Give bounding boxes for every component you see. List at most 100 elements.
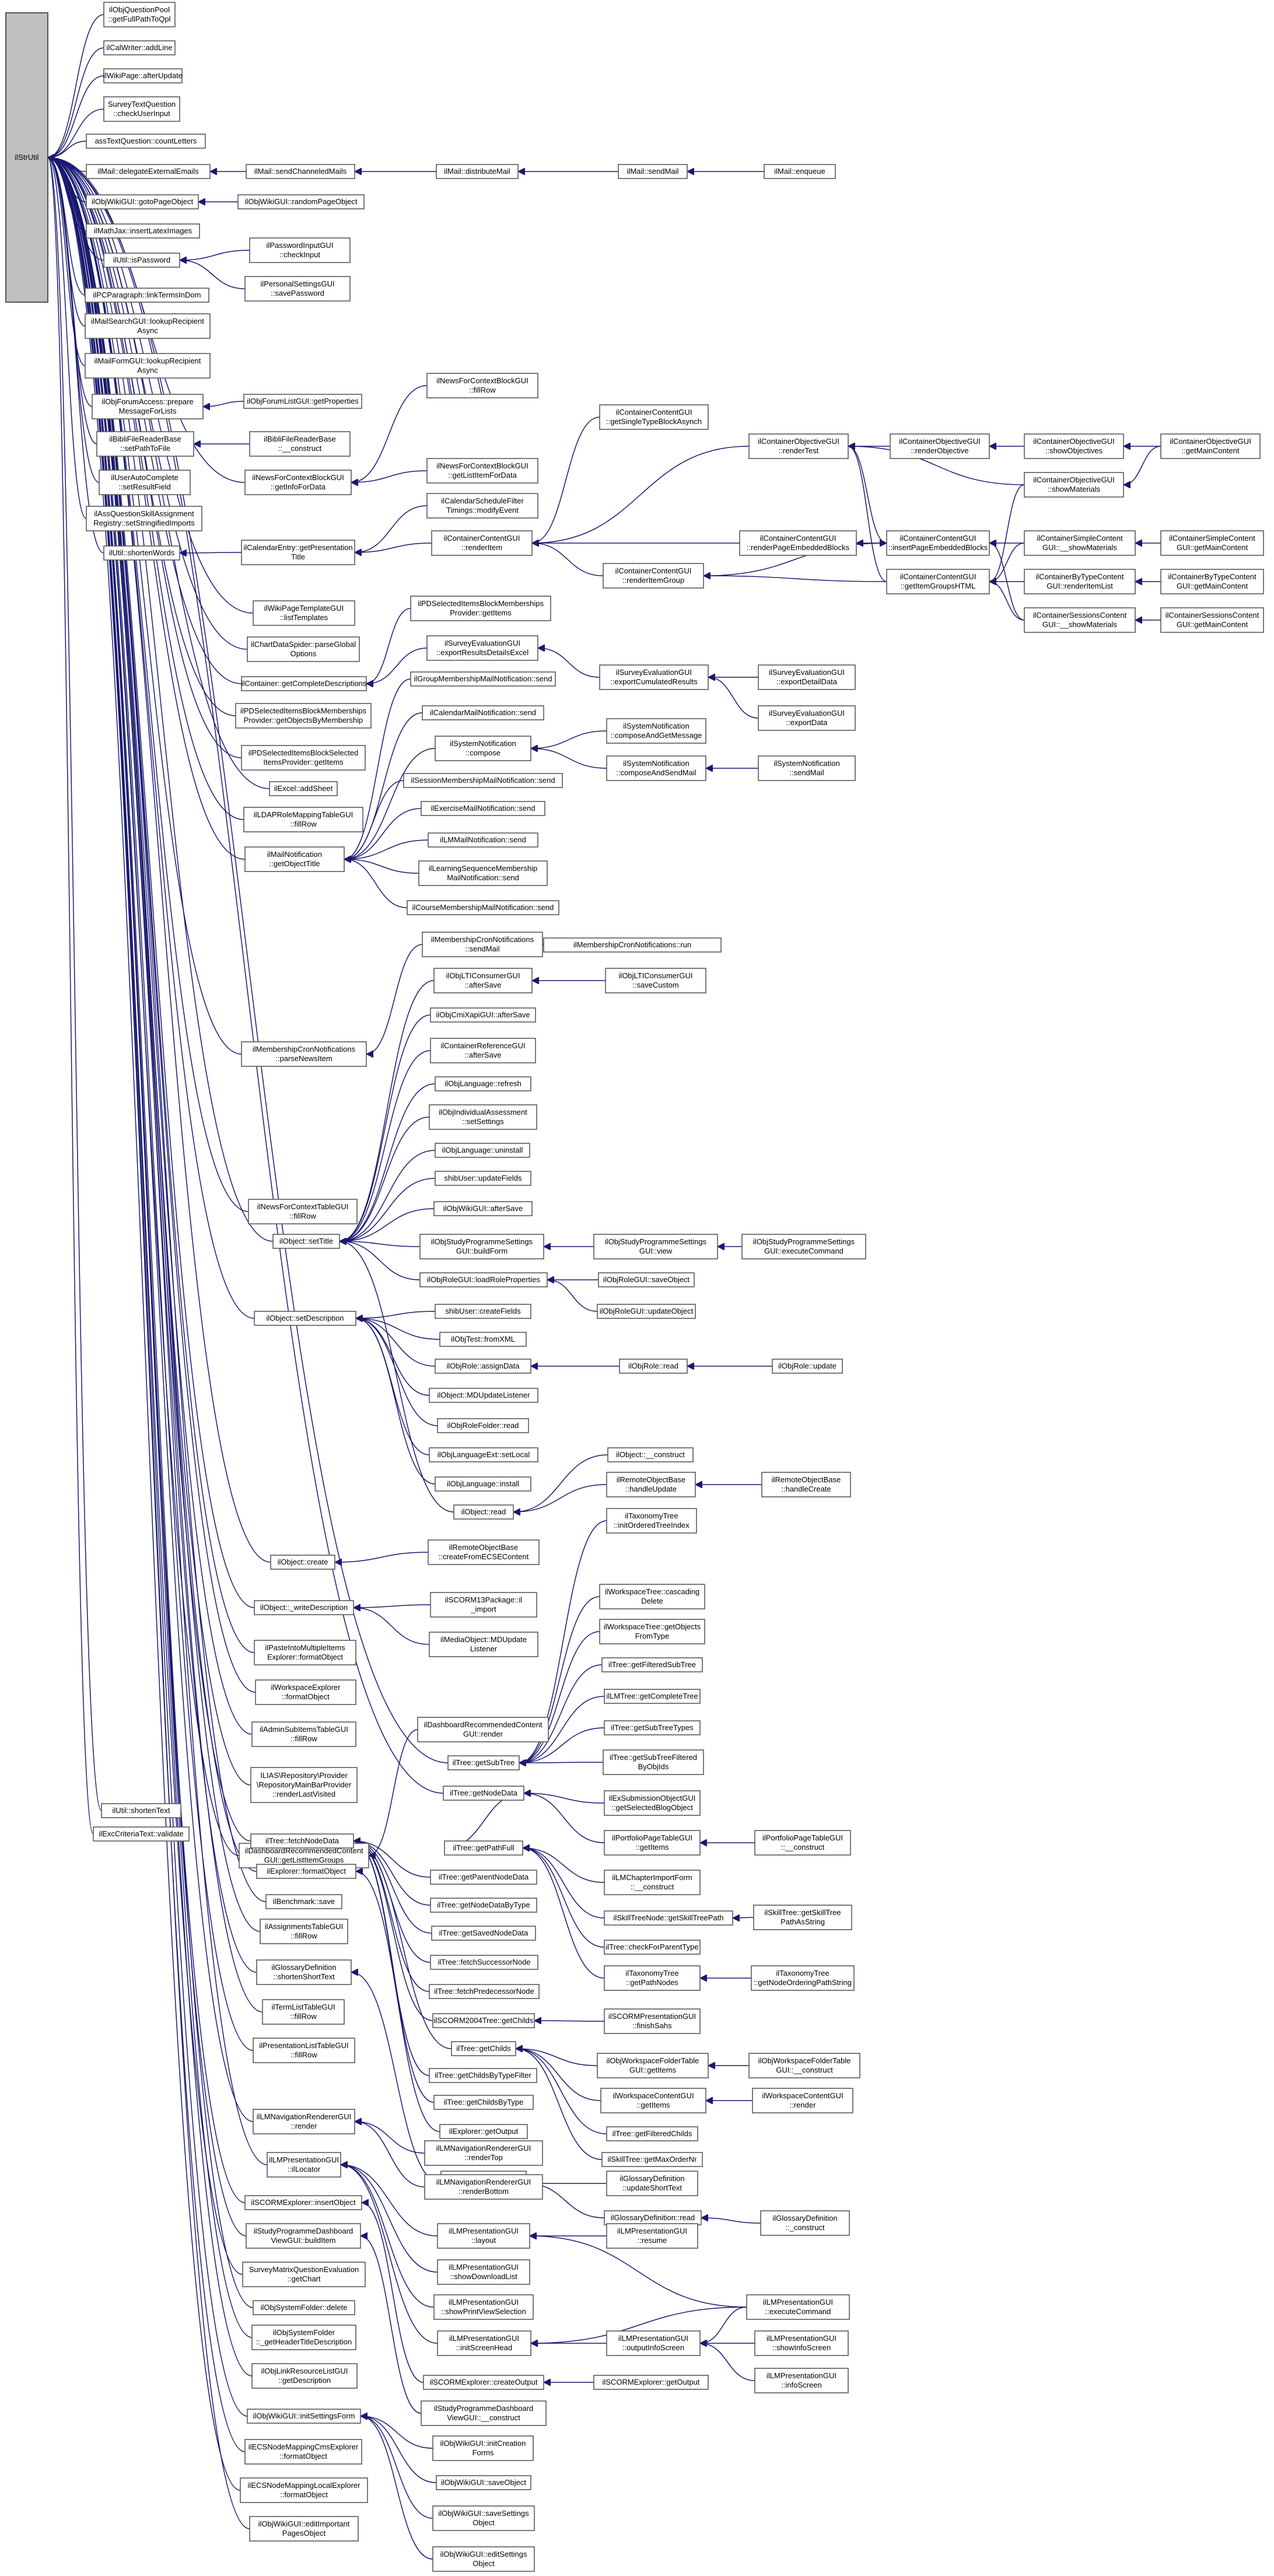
- function-node[interactable]: ilTree::fetchPredecessorNode: [429, 1984, 540, 1999]
- function-node[interactable]: ilObjIndividualAssessment::setSettings: [429, 1104, 537, 1130]
- function-node[interactable]: ilSystemNotification::sendMail: [758, 755, 856, 781]
- function-node[interactable]: ilSCORMExplorer::createOutput: [423, 2375, 544, 2390]
- function-node[interactable]: ilAssignmentsTableGUI::fillRow: [260, 1919, 348, 1944]
- function-node[interactable]: ilObjWorkspaceFolderTableGUI::__construc…: [748, 2053, 860, 2078]
- function-node[interactable]: ilLMPresentationGUI::infoScreen: [754, 2368, 849, 2393]
- function-node[interactable]: ilRemoteObjectBase::handleCreate: [761, 1472, 851, 1497]
- function-node[interactable]: ilObjWikiGUI::initSettingsForm: [247, 2409, 361, 2424]
- function-node[interactable]: ilContainerObjectiveGUI::renderTest: [748, 433, 849, 459]
- function-node[interactable]: ilMailNotification::getObjectTitle: [244, 846, 345, 872]
- function-node[interactable]: ilBenchmark::save: [265, 1894, 342, 1909]
- function-node[interactable]: ilTaxonomyTree::getPathNodes: [604, 1965, 701, 1991]
- function-node[interactable]: ilMembershipCronNotifications::sendMail: [422, 932, 543, 957]
- function-node[interactable]: ilSystemNotification::composeAndSendMail: [606, 755, 706, 781]
- function-node[interactable]: ilAdminSubItemsTableGUI::fillRow: [251, 1721, 356, 1747]
- function-node[interactable]: ilObjRoleGUI::loadRoleProperties: [419, 1272, 548, 1287]
- function-node[interactable]: ilMail::sendMail: [618, 164, 688, 179]
- function-node[interactable]: ilLMNavigationRendererGUI::renderBottom: [424, 2174, 543, 2200]
- function-node[interactable]: ilObjRoleGUI::updateObject: [597, 1304, 696, 1319]
- function-node[interactable]: ilObjCmiXapiGUI::afterSave: [430, 1007, 536, 1023]
- function-node[interactable]: ilObjSystemFolder::_getHeaderTitleDescri…: [251, 2325, 356, 2350]
- function-node[interactable]: ilTree::getNodeDataByType: [430, 1898, 537, 1913]
- function-node[interactable]: ilPDSelectedItemsBlockSelectedItemsProvi…: [241, 745, 366, 771]
- function-node[interactable]: ilLMPresentationGUI::showPrintViewSelect…: [433, 2294, 534, 2320]
- function-node[interactable]: ilContainerContentGUI::getItemGroupsHTML: [886, 569, 990, 594]
- function-node[interactable]: ilObjWikiGUI::gotoPageObject: [86, 194, 199, 209]
- function-node[interactable]: ilRemoteObjectBase::createFromECSEConten…: [428, 1539, 540, 1565]
- function-node[interactable]: ilSurveyEvaluationGUI::exportDetailData: [758, 664, 856, 690]
- function-node[interactable]: ilLMMailNotification::send: [428, 832, 538, 848]
- function-node[interactable]: ilMail::distributeMail: [436, 164, 519, 179]
- function-node[interactable]: ilContainerContentGUI::getSingleTypeBloc…: [599, 404, 709, 430]
- function-node[interactable]: SurveyMatrixQuestionEvaluation::getChart: [242, 2262, 366, 2287]
- function-node[interactable]: ilPCParagraph::linkTermsInDom: [85, 288, 209, 303]
- function-node[interactable]: ilContainerContentGUI::renderPageEmbedde…: [739, 530, 857, 556]
- function-node[interactable]: ilLMPresentationGUI::showInfoScreen: [754, 2330, 849, 2356]
- function-node[interactable]: ilObject::create: [270, 1555, 335, 1570]
- function-node[interactable]: ilContainer::getCompleteDescriptions: [241, 676, 367, 691]
- function-node[interactable]: ilContainerSessionsContentGUI::__showMat…: [1024, 607, 1136, 633]
- function-node[interactable]: ilTree::getChildsByType: [433, 2095, 534, 2110]
- function-node[interactable]: ilUtil::isPassword: [103, 253, 180, 268]
- function-node[interactable]: ilObjLanguageExt::setLocal: [429, 1447, 538, 1462]
- function-node[interactable]: shibUser::updateFields: [435, 1171, 531, 1186]
- function-node[interactable]: ilContainerContentGUI::renderItem: [431, 530, 533, 556]
- function-node[interactable]: ilLMPresentationGUI::showDownloadList: [437, 2259, 530, 2285]
- function-node[interactable]: ilMail::enqueue: [764, 164, 836, 179]
- function-node[interactable]: ilGlossaryDefinition::read: [604, 2210, 702, 2225]
- function-node[interactable]: ilObjWikiGUI::saveObject: [436, 2475, 531, 2490]
- function-node[interactable]: ilLMTree::getCompleteTree: [604, 1689, 701, 1704]
- function-node[interactable]: ilContainerObjectiveGUI::showObjectives: [1024, 433, 1124, 459]
- function-node[interactable]: ilObjForumListGUI::getProperties: [243, 394, 362, 409]
- function-node[interactable]: ilObject::_writeDescription: [254, 1600, 354, 1615]
- function-node[interactable]: ilTree::getSavedNodeData: [431, 1926, 536, 1941]
- function-node[interactable]: ilSurveyEvaluationGUI::exportCumulatedRe…: [599, 664, 709, 690]
- function-node[interactable]: ilGlossaryDefinition::_construct: [760, 2210, 850, 2236]
- function-node[interactable]: ilUtil::shortenWords: [103, 545, 180, 561]
- function-node[interactable]: ilObjWikiGUI::randomPageObject: [237, 194, 365, 209]
- function-node[interactable]: ilStudyProgrammeDashboardViewGUI::buildI…: [246, 2223, 361, 2249]
- function-node[interactable]: ilSCORMExplorer::insertObject: [244, 2195, 362, 2210]
- function-node[interactable]: ilContainerContentGUI::insertPageEmbedde…: [886, 530, 990, 556]
- function-node[interactable]: ilObjStudyProgrammeSettingsGUI::executeC…: [741, 1234, 866, 1259]
- function-node[interactable]: ilTaxonomyTree::getNodeOrderingPathStrin…: [751, 1965, 855, 1991]
- function-node[interactable]: ilObjRoleGUI::saveObject: [598, 1272, 695, 1287]
- function-node[interactable]: ilNewsForContextBlockGUI::getInfoForData: [244, 470, 352, 495]
- function-node[interactable]: ilObjRoleFolder::read: [437, 1418, 529, 1433]
- function-node[interactable]: ilContainerSimpleContentGUI::__showMater…: [1024, 530, 1136, 556]
- function-node[interactable]: ilNewsForContextBlockGUI::getListItemFor…: [426, 458, 538, 484]
- function-node[interactable]: ilECSNodeMappingCmsExplorer::formatObjec…: [244, 2439, 362, 2465]
- function-node[interactable]: ilTree::getNodeData: [443, 1786, 524, 1801]
- function-node[interactable]: ilTree::getChildsByTypeFilter: [429, 2068, 537, 2083]
- function-node[interactable]: ilObject::MDUpdateListener: [429, 1388, 538, 1403]
- function-node[interactable]: ILIAS\Repository\Provider\RepositoryMain…: [250, 1767, 358, 1803]
- function-node[interactable]: ilObjRole::assignData: [435, 1359, 531, 1374]
- function-node[interactable]: ilContainerObjectiveGUI::getMainContent: [1160, 433, 1261, 459]
- function-node[interactable]: ilTree::getFilteredSubTree: [601, 1657, 703, 1672]
- function-node[interactable]: ilMembershipCronNotifications::parseNews…: [241, 1041, 367, 1067]
- function-node[interactable]: ilContainerReferenceGUI::afterSave: [430, 1038, 536, 1063]
- function-node[interactable]: ilObjStudyProgrammeSettingsGUI::buildFor…: [419, 1234, 544, 1259]
- function-node[interactable]: ilGlossaryDefinition::shortenShortText: [256, 1959, 352, 1985]
- function-node[interactable]: ilMembershipCronNotifications::run: [543, 937, 722, 953]
- function-node[interactable]: ilNewsForContextBlockGUI::fillRow: [426, 373, 538, 398]
- function-node[interactable]: ilObjQuestionPool::getFullPathToQpl: [103, 2, 176, 27]
- function-node[interactable]: ilLMPresentationGUI::ilLocator: [267, 2152, 341, 2178]
- function-node[interactable]: ilLMNavigationRendererGUI::renderTop: [424, 2140, 543, 2166]
- function-node[interactable]: ilECSNodeMappingLocalExplorer::formatObj…: [240, 2477, 368, 2503]
- function-node[interactable]: ilLMPresentationGUI::layout: [437, 2223, 530, 2249]
- function-node[interactable]: ilMail::sendChanneledMails: [246, 164, 355, 179]
- function-node[interactable]: ilLMPresentationGUI::initScreenHead: [437, 2330, 531, 2356]
- function-node[interactable]: ilStudyProgrammeDashboardViewGUI::__cons…: [421, 2400, 547, 2426]
- function-node[interactable]: ilContainerByTypeContentGUI::renderItemL…: [1024, 569, 1136, 594]
